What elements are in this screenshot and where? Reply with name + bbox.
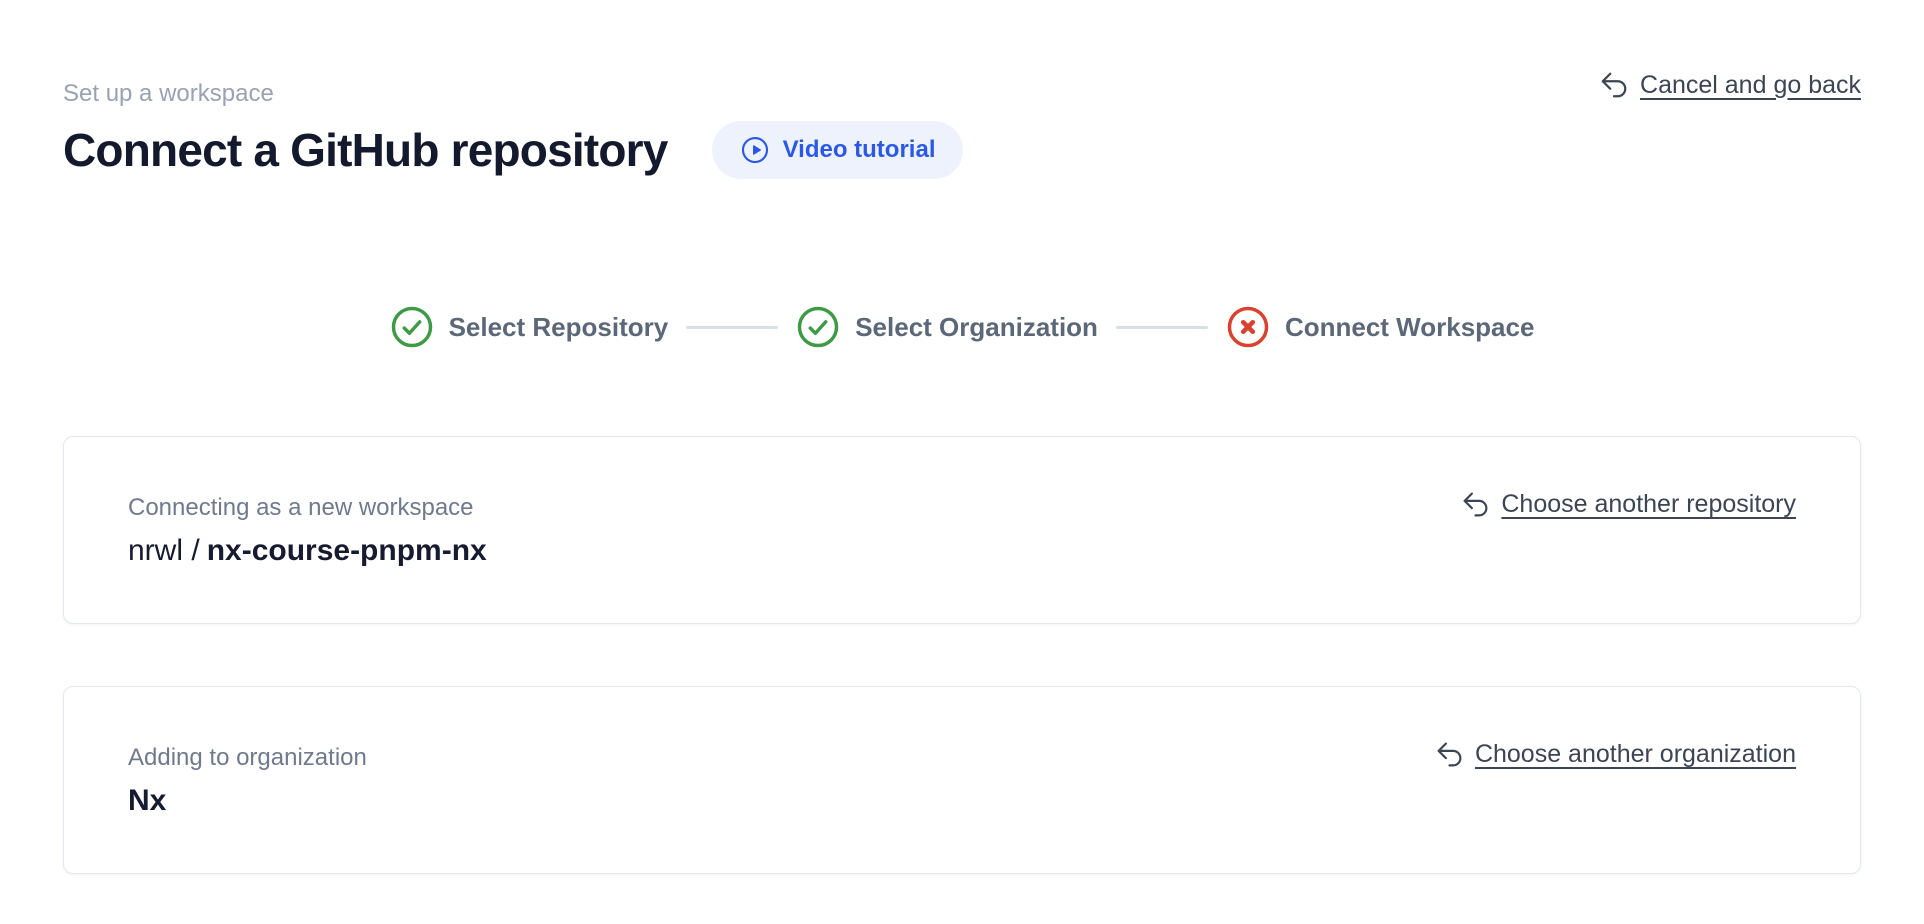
setup-workspace-page: Set up a workspace Connect a GitHub repo… [63, 70, 1861, 874]
cancel-and-go-back-label: Cancel and go back [1640, 70, 1861, 99]
repository-owner: nrwl / [128, 534, 200, 567]
page-header: Connect a GitHub repository Video tutori… [63, 121, 1861, 179]
repository-name: nx-course-pnpm-nx [206, 534, 487, 567]
step-connect-workspace: Connect Workspace [1226, 305, 1534, 349]
check-circle-icon [390, 305, 434, 349]
video-tutorial-button[interactable]: Video tutorial [711, 121, 964, 179]
page-title: Connect a GitHub repository [63, 124, 668, 176]
organization-name: Nx [128, 784, 167, 817]
organization-card: Adding to organization Nx Choose another… [63, 686, 1861, 874]
step-select-repository-label: Select Repository [448, 311, 669, 342]
organization-card-label: Adding to organization [128, 744, 367, 771]
eyebrow-label: Set up a workspace [63, 80, 274, 107]
step-select-organization: Select Organization [796, 305, 1098, 349]
choose-another-organization-label: Choose another organization [1474, 740, 1796, 768]
video-tutorial-label: Video tutorial [782, 136, 936, 163]
choose-another-organization-link[interactable]: Choose another organization [1435, 740, 1796, 769]
setup-stepper: Select Repository Select Organization Co… [63, 305, 1861, 349]
repository-card: Connecting as a new workspace nrwl /nx-c… [63, 436, 1861, 624]
choose-another-repository-label: Choose another repository [1501, 490, 1796, 518]
undo-arrow-icon [1435, 740, 1464, 769]
choose-another-repository-link[interactable]: Choose another repository [1461, 490, 1796, 519]
check-circle-icon [796, 305, 840, 349]
undo-arrow-icon [1599, 70, 1629, 100]
step-connect-workspace-label: Connect Workspace [1284, 311, 1535, 342]
repository-full-name: nrwl /nx-course-pnpm-nx [128, 532, 1796, 569]
play-circle-icon [740, 135, 770, 165]
undo-arrow-icon [1461, 490, 1490, 519]
step-select-repository: Select Repository [390, 305, 669, 349]
stepper-connector [1115, 325, 1208, 329]
stepper-connector [686, 325, 779, 329]
x-circle-icon [1226, 305, 1270, 349]
cancel-and-go-back-link[interactable]: Cancel and go back [1599, 70, 1861, 100]
step-select-organization-label: Select Organization [855, 311, 1098, 342]
repository-card-label: Connecting as a new workspace [128, 494, 474, 521]
